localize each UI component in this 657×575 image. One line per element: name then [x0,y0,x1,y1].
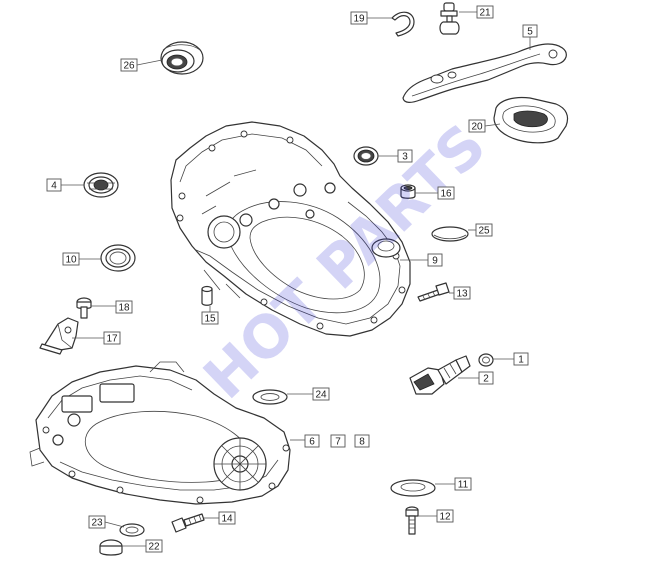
svg-text:18: 18 [118,303,130,314]
svg-text:13: 13 [456,289,468,300]
leader-23 [104,521,125,528]
callout-18: 18 [115,300,133,314]
svg-text:19: 19 [353,14,365,25]
callout-14: 14 [218,511,236,525]
part-2-reverse-switch[interactable] [409,355,471,395]
part-5-release-fork[interactable] [402,43,567,103]
part-17-bracket[interactable] [39,317,79,355]
callout-7: 7 [330,434,346,448]
callout-21: 21 [476,5,494,19]
part-3-oil-seal[interactable] [353,146,379,166]
callout-9: 9 [427,253,443,267]
part-15-dowel-pin[interactable] [201,285,213,306]
callout-3: 3 [397,149,413,163]
svg-text:16: 16 [440,189,452,200]
callout-5: 5 [522,24,538,38]
svg-text:20: 20 [471,122,483,133]
leader-26 [136,59,163,66]
callout-13: 13 [453,286,471,300]
part-9-clutch-housing[interactable] [170,121,411,337]
callout-8: 8 [354,434,370,448]
svg-text:11: 11 [458,480,469,491]
callout-4: 4 [46,178,62,192]
svg-text:14: 14 [221,514,233,525]
svg-text:1: 1 [518,355,524,366]
callout-25: 25 [475,223,493,237]
callout-20: 20 [468,119,486,133]
callout-6: 6 [304,434,320,448]
part-13-bolt[interactable] [417,282,450,302]
part-21-breather-cap[interactable] [439,2,460,35]
svg-text:10: 10 [65,255,77,266]
part-4-bearing[interactable] [83,172,119,198]
svg-text:25: 25 [478,226,490,237]
callout-10: 10 [62,252,80,266]
part-26-release-bearing[interactable] [160,41,204,75]
part-18-bolt[interactable] [76,297,92,319]
svg-text:9: 9 [432,256,438,267]
callout-23: 23 [88,515,106,529]
part-22-drain-plug[interactable] [99,539,123,556]
callout-17: 17 [103,331,121,345]
svg-text:17: 17 [106,334,118,345]
svg-text:2: 2 [483,374,489,385]
svg-text:12: 12 [439,512,451,523]
svg-text:23: 23 [91,518,103,529]
part-14-bolt[interactable] [171,513,205,533]
svg-text:21: 21 [479,8,491,19]
svg-text:24: 24 [315,390,327,401]
callout-26: 26 [120,58,138,72]
callout-11: 11 [454,477,472,491]
part-19-spring-clip[interactable] [391,11,415,37]
part-1-washer[interactable] [478,353,494,367]
callout-22: 22 [145,539,163,553]
part-12-bolt[interactable] [405,506,419,535]
leader-lines [61,11,531,547]
svg-text:22: 22 [148,542,160,553]
svg-text:7: 7 [335,437,341,448]
callout-12: 12 [436,509,454,523]
svg-text:5: 5 [527,27,533,38]
callout-2: 2 [478,371,494,385]
svg-text:26: 26 [123,61,135,72]
callout-15: 15 [201,311,219,325]
part-11-cover-plate[interactable] [390,479,436,497]
part-25-expansion-plug[interactable] [431,226,469,242]
callout-labels: 19 21 5 26 20 3 4 16 25 10 9 13 18 15 17… [46,5,538,553]
part-10-oil-seal[interactable] [100,244,136,272]
part-6-transmission-case[interactable] [29,361,291,505]
part-23-sealing-washer[interactable] [119,523,145,537]
leader-20 [484,123,501,127]
callout-24: 24 [312,387,330,401]
callout-1: 1 [513,352,529,366]
svg-text:4: 4 [51,181,57,192]
svg-text:6: 6 [309,437,315,448]
callout-16: 16 [437,186,455,200]
callout-19: 19 [350,11,368,25]
svg-text:3: 3 [402,152,408,163]
part-16-bush[interactable] [400,184,416,199]
svg-text:8: 8 [359,437,365,448]
svg-text:15: 15 [204,314,216,325]
part-24-washer[interactable] [252,389,288,405]
part-20-rubber-boot[interactable] [493,96,569,144]
